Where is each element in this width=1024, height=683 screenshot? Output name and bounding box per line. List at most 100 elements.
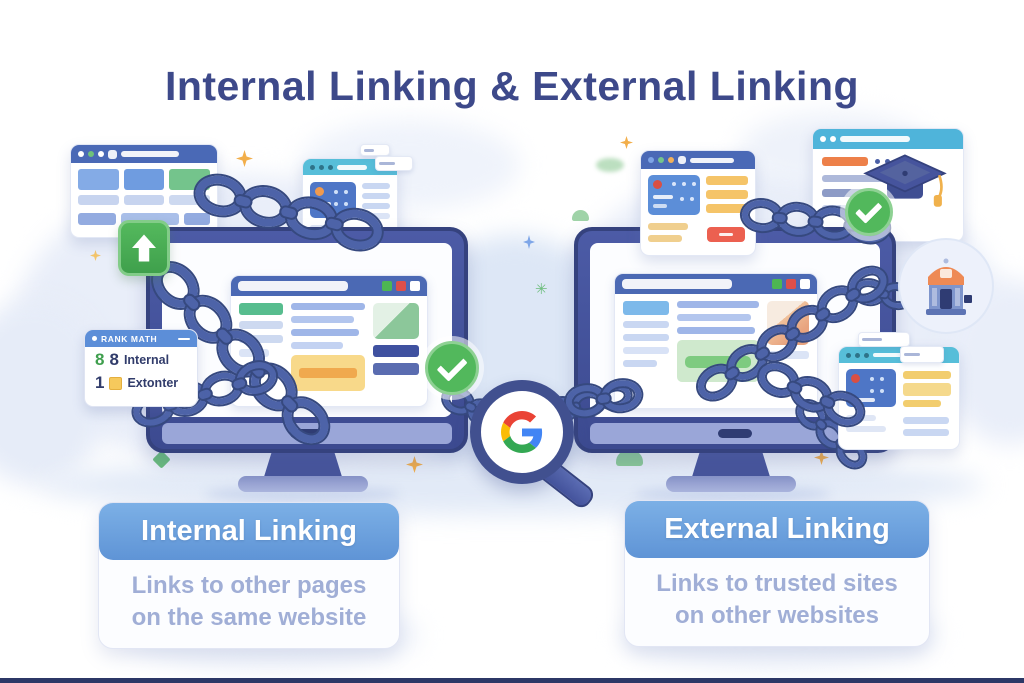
- green-arch-icon: [616, 450, 643, 466]
- detail-dot-icon: [680, 197, 684, 201]
- detail-dot-icon: [682, 182, 686, 186]
- content-bar: [706, 204, 748, 213]
- browser-content: [78, 195, 211, 205]
- tab-button-green: [382, 281, 392, 291]
- address-bar: [121, 151, 179, 157]
- left-column: [239, 303, 283, 398]
- bullet-dot-icon: [92, 336, 97, 341]
- content-bar: [239, 335, 283, 343]
- monitor-button: [290, 429, 324, 438]
- profile-card: [310, 182, 356, 218]
- content-bar: [362, 193, 390, 199]
- address-bar: [238, 281, 348, 291]
- left-monitor: [146, 227, 468, 453]
- sparkle-icon: [90, 250, 101, 261]
- check-badge: [845, 188, 893, 236]
- content-bar: [903, 383, 951, 396]
- monitor-base: [238, 476, 368, 492]
- rank-math-row-internal: 8 8 Internal: [85, 347, 197, 370]
- window-dot-icon: [830, 136, 836, 142]
- window-dot-icon: [855, 352, 860, 358]
- content-bar: [851, 398, 875, 402]
- text-line: [291, 342, 343, 349]
- text-line: [677, 327, 755, 334]
- tooltip-bubble: [375, 156, 413, 171]
- green-box: [677, 340, 759, 382]
- browser-content: [706, 176, 748, 213]
- content-bar: [822, 157, 868, 166]
- content-bar: [123, 195, 165, 205]
- window-dot-icon: [78, 151, 84, 157]
- detail-dot-icon: [692, 182, 696, 186]
- browser-window-bottomright: [838, 346, 960, 450]
- browser-content: [903, 371, 951, 407]
- featured-yellow-box: [291, 355, 365, 391]
- tab-button-green: [772, 279, 782, 289]
- content-bar: [362, 203, 390, 209]
- content-bar: [362, 213, 390, 219]
- browser-content: [78, 169, 211, 190]
- tab-button-red: [786, 279, 796, 289]
- external-count: 1: [95, 373, 105, 392]
- profile-card: [846, 369, 896, 407]
- asterisk-sparkle-icon: ✳: [535, 281, 548, 298]
- content-bar: [653, 204, 667, 208]
- content-bar: [903, 400, 941, 407]
- window-dot-icon: [310, 164, 315, 170]
- window-dot-icon: [820, 136, 826, 142]
- detail-dot-icon: [334, 190, 338, 194]
- internal-linking-description: Links to other pages on the same website: [99, 560, 399, 648]
- content-bar: [822, 189, 866, 197]
- red-button: [707, 227, 745, 242]
- text-line: [677, 314, 751, 321]
- detail-dot-icon: [334, 202, 338, 206]
- tile: [169, 169, 211, 190]
- desc-line: Links to other pages: [131, 572, 367, 599]
- browser-titlebar: [641, 151, 755, 169]
- external-linking-card: External Linking Links to trusted sites …: [624, 500, 930, 647]
- detail-dot-icon: [875, 159, 880, 164]
- google-g-logo: [501, 411, 543, 453]
- content-bar: [169, 195, 211, 205]
- window-dot-icon: [319, 164, 324, 170]
- monitor-chin: [162, 423, 452, 444]
- right-monitor: [574, 227, 896, 453]
- content-bar: [623, 347, 669, 354]
- detail-dot-icon: [344, 190, 348, 194]
- rank-math-row-external: 1 Extonter: [85, 370, 197, 393]
- monitor-chin: [590, 423, 880, 444]
- content-bar: [822, 175, 884, 182]
- content-bar: [184, 213, 210, 225]
- up-arrow-icon: [132, 234, 156, 262]
- tile: [78, 169, 119, 190]
- window-dot-icon: [328, 164, 333, 170]
- internal-label: Internal: [123, 353, 170, 367]
- desc-line: on other websites: [674, 602, 880, 629]
- content-bar: [767, 351, 809, 359]
- address-bar: [337, 164, 367, 170]
- tooltip-bubble: [360, 144, 390, 156]
- content-bar: [706, 190, 748, 199]
- window-dot-icon: [88, 151, 94, 157]
- bottom-border-strip: [0, 678, 1024, 683]
- content-bar: [903, 429, 949, 436]
- external-linking-heading: External Linking: [625, 501, 929, 558]
- internal-count-dark: 8: [109, 350, 119, 369]
- tab-button-white: [800, 279, 810, 289]
- content-bar: [78, 195, 119, 205]
- address-bar: [690, 157, 734, 163]
- browser-titlebar: [303, 159, 397, 175]
- content-bar: [239, 349, 269, 357]
- avatar-dot-icon: [851, 374, 860, 383]
- browser-titlebar: [231, 276, 427, 296]
- google-search-magnifier: [470, 380, 574, 484]
- browser-titlebar: [813, 129, 963, 149]
- institution-badge: [898, 238, 994, 334]
- detail-dot-icon: [885, 159, 890, 164]
- content-bar: [623, 360, 657, 367]
- browser-content: [362, 183, 390, 219]
- green-box-bar: [685, 356, 751, 368]
- tooltip-bubble: [900, 346, 944, 363]
- dash-icon: [178, 337, 190, 340]
- desc-line: on the same website: [131, 604, 367, 631]
